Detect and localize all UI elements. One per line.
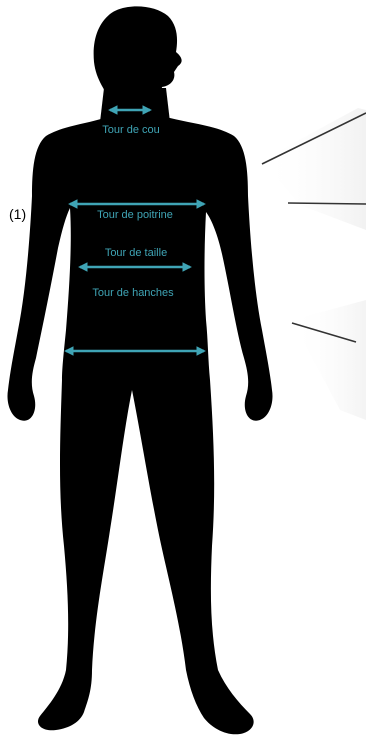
leader-line-chest [288, 203, 366, 204]
callout-panel-bottom [292, 300, 366, 420]
label-hips: Tour de hanches [92, 287, 174, 299]
label-neck: Tour de cou [102, 124, 159, 136]
callout-panels [262, 108, 366, 420]
body-silhouette [8, 6, 273, 734]
callout-panel-top [262, 108, 366, 230]
label-waist: Tour de taille [105, 247, 167, 259]
neck-shape [100, 88, 170, 122]
label-chest: Tour de poitrine [97, 209, 173, 221]
head-shape [94, 6, 182, 102]
figure-marker: (1) [9, 206, 26, 222]
